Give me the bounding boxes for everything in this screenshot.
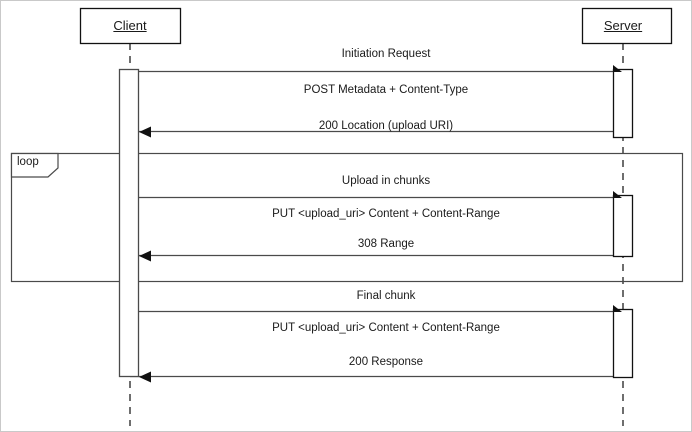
- arrowhead-m1-right: [613, 65, 622, 72]
- loop-fragment-tag-shape: [10, 152, 59, 178]
- arrowhead-m5-right: [613, 305, 622, 312]
- message-arrowheads: [139, 65, 622, 383]
- message-note-upload-in-chunks: Upload in chunks: [341, 175, 431, 187]
- message-label-m6: 200 Response: [348, 356, 424, 368]
- client-activation-bar: [118, 68, 140, 378]
- message-label-m1: POST Metadata + Content-Type: [303, 84, 469, 96]
- arrowhead-m6-left: [139, 371, 151, 383]
- client-participant-box[interactable]: [79, 7, 182, 45]
- activation-bars: [118, 68, 634, 379]
- server-activation-bar-1: [612, 68, 634, 139]
- message-label-m5: PUT <upload_uri> Content + Content-Range: [272, 322, 500, 334]
- server-participant-box[interactable]: [581, 7, 673, 45]
- participant-boxes: [79, 7, 673, 45]
- message-label-m3: PUT <upload_uri> Content + Content-Range: [272, 208, 500, 220]
- server-activation-bar-2: [612, 194, 634, 258]
- message-note-initiation-request: Initiation Request: [341, 48, 431, 60]
- participant-label-server[interactable]: Server: [603, 18, 643, 33]
- arrowhead-m4-left: [139, 250, 151, 262]
- arrowhead-m2-left: [139, 126, 151, 138]
- message-label-m2: 200 Location (upload URI): [318, 120, 454, 132]
- message-note-final-chunk: Final chunk: [356, 290, 416, 302]
- loop-fragment-border: [10, 152, 684, 283]
- message-label-m4: 308 Range: [357, 238, 415, 250]
- message-lines: [130, 70, 623, 378]
- server-activation-bar-3: [612, 308, 634, 379]
- arrowhead-m3-right: [613, 191, 622, 198]
- lifelines: [129, 43, 624, 426]
- loop-fragment-label: loop: [17, 156, 39, 168]
- participant-label-client[interactable]: Client: [113, 18, 147, 33]
- loop-fragment[interactable]: [10, 152, 684, 283]
